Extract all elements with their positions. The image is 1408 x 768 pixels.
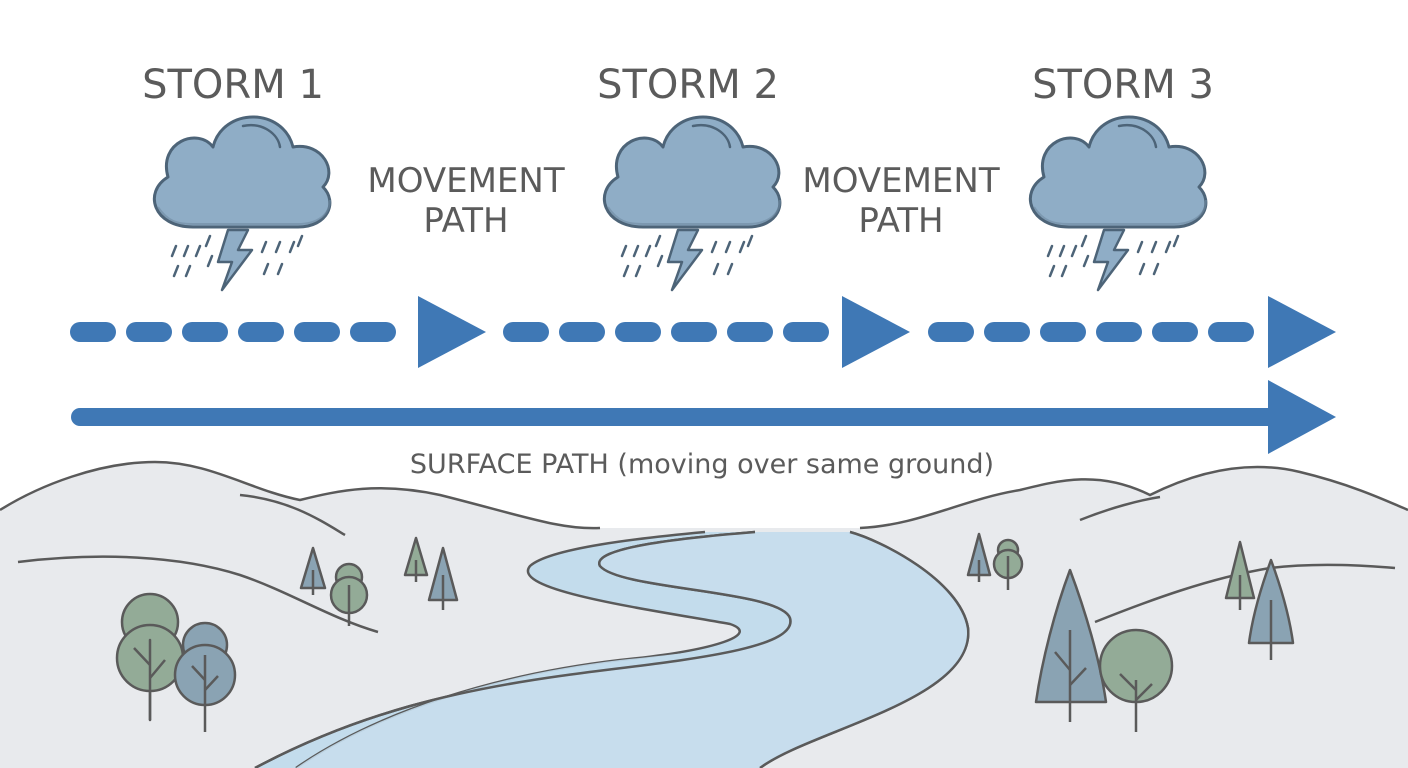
movement-arrow-1 xyxy=(70,296,486,368)
surface-path-arrow xyxy=(71,380,1336,454)
lightning-icon xyxy=(666,228,704,292)
storm-cloud-icon xyxy=(602,115,782,292)
storm-1-label: STORM 1 xyxy=(142,62,324,108)
tree-icon xyxy=(966,532,992,582)
movement-arrow-2 xyxy=(503,296,910,368)
surface-path-label: SURFACE PATH (moving over same ground) xyxy=(410,449,994,480)
movement-arrow-3 xyxy=(928,296,1336,368)
movement-label-2-line2: PATH xyxy=(858,201,943,241)
lightning-icon xyxy=(216,228,254,292)
storm-3-label: STORM 3 xyxy=(1032,62,1214,108)
storm-cloud-icon xyxy=(1028,115,1208,292)
lightning-icon xyxy=(1092,228,1130,292)
tree-icon xyxy=(173,621,237,732)
tree-icon xyxy=(1034,568,1108,722)
storm-2-label: STORM 2 xyxy=(597,62,779,108)
landscape xyxy=(0,460,1408,768)
tree-icon xyxy=(329,562,369,626)
movement-label-1-line2: PATH xyxy=(423,201,508,241)
river-icon xyxy=(255,532,791,768)
tree-icon xyxy=(299,546,327,595)
tree-icon xyxy=(1224,540,1256,610)
tree-icon xyxy=(427,546,459,610)
tree-icon xyxy=(992,538,1024,590)
tree-icon xyxy=(1098,628,1174,732)
movement-label-2-line1: MOVEMENT xyxy=(802,161,999,201)
storm-cloud-icon xyxy=(152,115,332,292)
tree-icon xyxy=(1247,558,1295,660)
tree-icon xyxy=(403,536,429,582)
movement-label-1-line1: MOVEMENT xyxy=(367,161,564,201)
